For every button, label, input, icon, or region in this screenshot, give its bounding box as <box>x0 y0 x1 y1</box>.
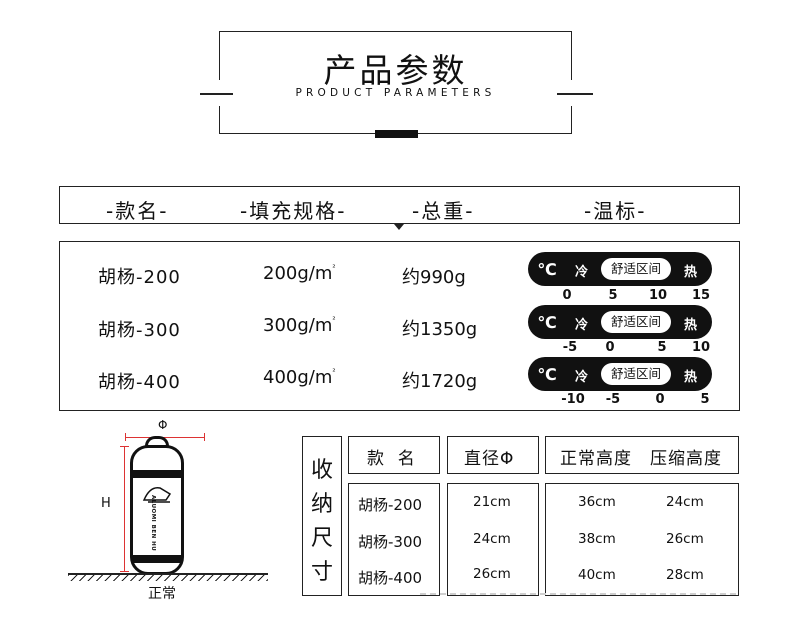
storage-title-char: 寸 <box>310 560 333 585</box>
storage-row-normal: 36cm <box>578 494 616 510</box>
storage-header-diameter-cell <box>447 436 539 474</box>
storage-title-cell <box>302 436 342 596</box>
header-line-left <box>200 93 233 95</box>
sleeping-bag-illustration <box>130 445 184 575</box>
diameter-label: Φ <box>158 418 168 432</box>
page-title: 产品参数 <box>323 51 468 90</box>
temp-comfort-pill: 舒适区间 <box>601 363 671 385</box>
height-dimension-line <box>124 446 125 572</box>
header-line-right <box>557 93 593 95</box>
header-pointer-icon <box>394 224 404 230</box>
param-row-weight: 约1350g <box>402 319 478 340</box>
bag-strap-band <box>133 470 181 478</box>
ground-line <box>68 573 268 575</box>
bag-handle-icon <box>145 436 169 452</box>
celsius-icon: ℃ <box>537 260 557 279</box>
temp-tick: 0 <box>562 288 572 303</box>
storage-title-char: 收 <box>310 458 333 483</box>
temp-tick: -10 <box>561 392 585 407</box>
temp-tick: 5 <box>608 288 618 303</box>
temp-hot-label: 热 <box>684 265 698 280</box>
temp-tick: 5 <box>700 392 710 407</box>
header-accent-bar <box>375 130 418 138</box>
param-row-name: 胡杨-200 <box>98 267 181 288</box>
temp-comfort-pill: 舒适区间 <box>601 311 671 333</box>
temp-tick: 0 <box>605 340 615 355</box>
temp-cold-label: 冷 <box>575 265 589 280</box>
storage-body-name-cell <box>348 483 440 596</box>
storage-title-char: 纳 <box>310 492 333 517</box>
col-header-weight: -总重- <box>412 199 475 223</box>
temp-tick: -5 <box>562 340 578 355</box>
height-dimension-tick <box>120 446 129 447</box>
storage-row-diameter: 21cm <box>473 494 511 510</box>
storage-body-diameter-cell <box>447 483 539 596</box>
temp-tick: 0 <box>655 392 665 407</box>
diameter-dimension-tick <box>125 433 126 441</box>
bag-brand-text: ALUOMI BEN HU <box>150 495 156 552</box>
param-row-weight: 约1720g <box>402 371 478 392</box>
temp-tick: 10 <box>691 340 711 355</box>
temp-cold-label: 冷 <box>575 318 589 333</box>
bag-logo-icon <box>142 487 172 503</box>
col-header-temp: -温标- <box>584 199 647 223</box>
storage-header-compressed: 压缩高度 <box>650 449 722 469</box>
height-dimension-tick <box>120 571 129 572</box>
temp-tick: 15 <box>691 288 711 303</box>
storage-row-diameter: 24cm <box>473 531 511 547</box>
storage-row-compressed: 24cm <box>666 494 704 510</box>
storage-row-normal: 40cm <box>578 567 616 583</box>
celsius-icon: ℃ <box>537 313 557 332</box>
temp-cold-label: 冷 <box>575 370 589 385</box>
storage-row-name: 胡杨-300 <box>358 533 423 551</box>
storage-body-height-cell <box>545 483 739 596</box>
temp-hot-label: 热 <box>684 318 698 333</box>
param-row-fill: 400g/m² <box>263 367 336 388</box>
storage-header-normal: 正常高度 <box>560 449 632 469</box>
param-row-fill: 300g/m² <box>263 315 336 336</box>
ground-hatch <box>68 575 268 581</box>
storage-row-name: 胡杨-200 <box>358 496 423 514</box>
storage-header-name-cell <box>348 436 440 474</box>
param-row-fill: 200g/m² <box>263 263 336 284</box>
storage-header-height-cell <box>545 436 739 474</box>
temp-hot-label: 热 <box>684 370 698 385</box>
col-header-name: -款名- <box>106 199 169 223</box>
param-table-body <box>59 241 740 411</box>
col-header-fill: -填充规格- <box>240 199 347 223</box>
param-row-weight: 约990g <box>402 267 466 288</box>
storage-title-char: 尺 <box>310 526 333 551</box>
storage-row-compressed: 28cm <box>666 567 704 583</box>
param-row-name: 胡杨-400 <box>98 372 181 393</box>
storage-row-name: 胡杨-400 <box>358 569 423 587</box>
storage-header-diameter: 直径Φ <box>464 449 515 469</box>
param-row-name: 胡杨-300 <box>98 320 181 341</box>
param-table-header <box>59 186 740 224</box>
storage-header-name: 款 名 <box>367 449 416 469</box>
storage-row-compressed: 26cm <box>666 531 704 547</box>
temp-tick: -5 <box>605 392 621 407</box>
storage-row-diameter: 26cm <box>473 566 511 582</box>
temp-tick: 5 <box>657 340 667 355</box>
storage-row-normal: 38cm <box>578 531 616 547</box>
temp-tick: 10 <box>648 288 668 303</box>
height-label: H <box>101 496 111 511</box>
bag-strap-band <box>133 555 181 563</box>
decorative-dotted-line <box>420 593 740 595</box>
bag-state-label: 正常 <box>148 586 176 602</box>
celsius-icon: ℃ <box>537 365 557 384</box>
temp-comfort-pill: 舒适区间 <box>601 258 671 280</box>
diameter-dimension-tick <box>204 433 205 441</box>
page-subtitle: PRODUCT PARAMETERS <box>295 87 496 99</box>
